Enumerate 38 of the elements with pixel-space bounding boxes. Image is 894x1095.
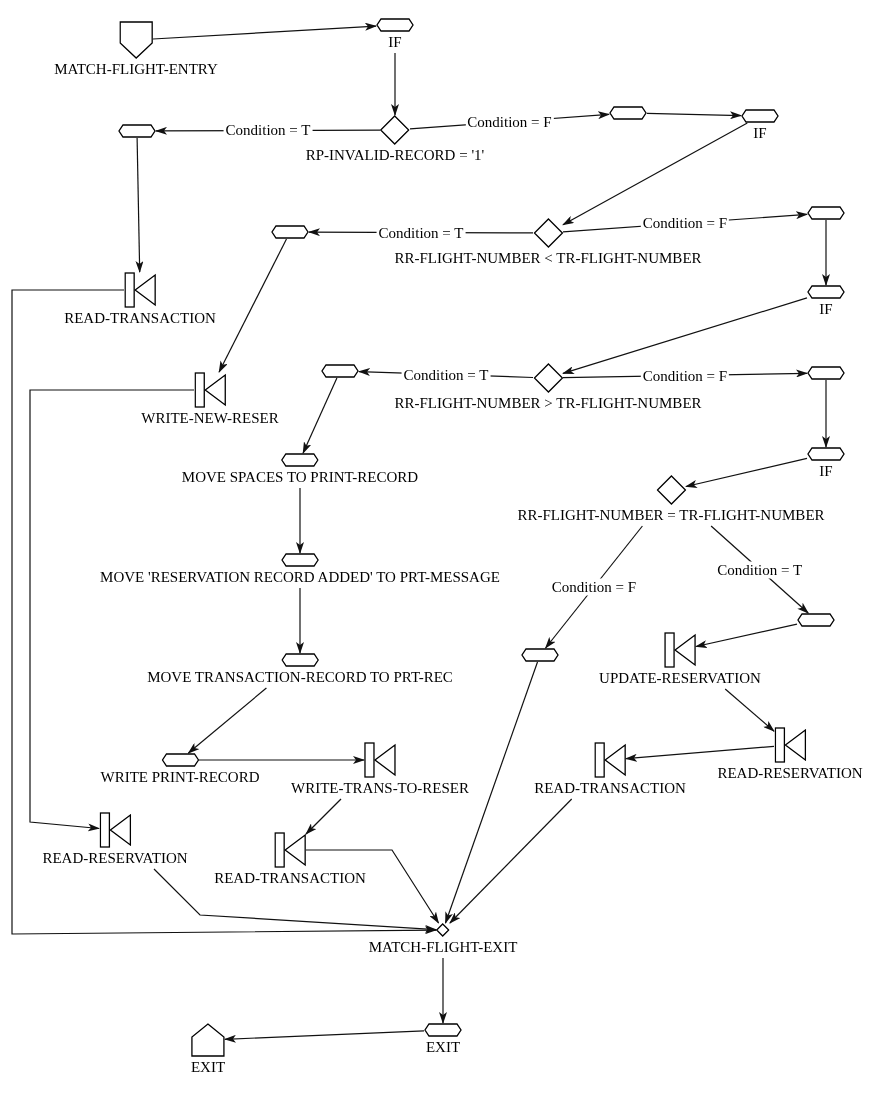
arrow: [449, 798, 573, 924]
arrow: [545, 525, 643, 649]
arrow: [305, 798, 342, 835]
arrow: [695, 623, 798, 649]
arrow: [444, 661, 539, 924]
hexagon-symbol: [521, 648, 559, 662]
arrow: [296, 487, 304, 554]
arrow: [135, 137, 144, 273]
arrow: [685, 457, 808, 488]
hexagon-symbol: [807, 366, 845, 380]
arrow: [153, 868, 437, 933]
arrow: [187, 687, 267, 754]
arrow: [218, 238, 288, 373]
hexagon-symbol: [321, 364, 359, 378]
arrow: [198, 756, 365, 764]
edge-label: Condition = F: [549, 578, 639, 596]
arrow: [305, 849, 440, 924]
arrow: [625, 745, 775, 762]
hexagon-symbol: [807, 206, 845, 220]
arrow: [302, 377, 338, 454]
arrow: [646, 111, 742, 120]
arrow: [724, 688, 775, 732]
hexagon-symbol: [609, 106, 647, 120]
arrow: [11, 289, 437, 935]
arrow: [439, 957, 447, 1024]
arrow: [822, 379, 830, 448]
arrow: [391, 52, 399, 116]
arrow: [296, 587, 304, 654]
hexagon-symbol: [118, 124, 156, 138]
arrow: [822, 219, 830, 286]
arrow: [29, 389, 195, 832]
hexagon-symbol: [797, 613, 835, 627]
arrow: [562, 122, 748, 226]
arrow: [152, 22, 377, 40]
hexagon-symbol: [271, 225, 309, 239]
arrow: [562, 297, 808, 374]
arrow: [224, 1030, 425, 1043]
edge-label: Condition = T: [715, 561, 805, 578]
